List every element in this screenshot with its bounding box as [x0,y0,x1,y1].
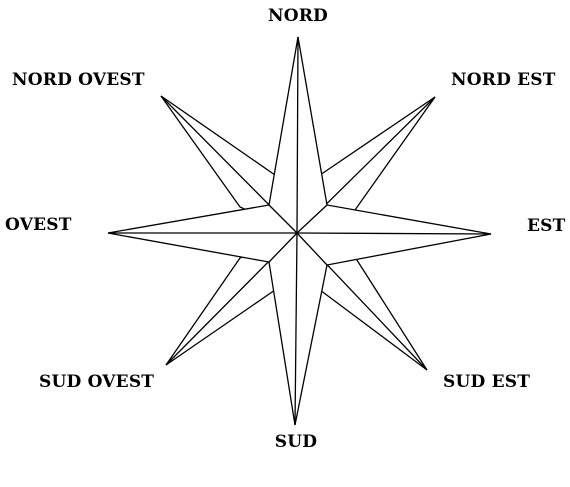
ridge-north [297,37,298,233]
label-south: SUD [274,432,318,452]
ridge-east [297,233,491,234]
label-north-west: NORD OVEST [12,70,145,90]
label-south-west: SUD OVEST [39,372,155,392]
label-east: EST [527,216,566,236]
ridge-inner-sw [269,233,297,262]
ridge-south [295,233,297,425]
label-north: NORD [267,6,329,26]
label-north-east: NORD EST [451,70,556,90]
ridge-inner-ne [297,205,327,233]
ridge-inner-se [297,233,327,265]
label-south-east: SUD EST [443,372,531,392]
ridge-inner-nw [269,205,297,233]
cardinal-points [108,37,491,425]
label-west: OVEST [5,215,72,235]
